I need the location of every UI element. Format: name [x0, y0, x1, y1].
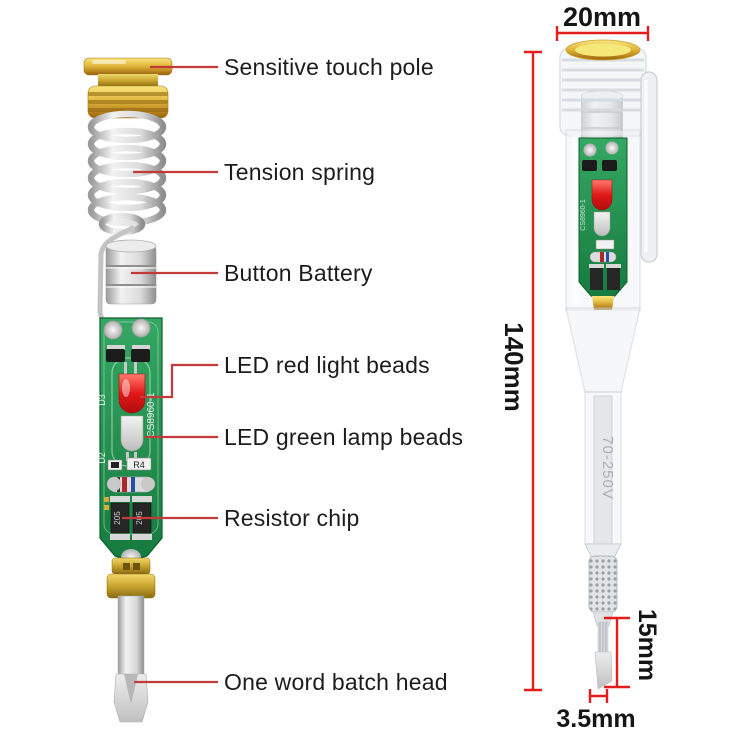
dimension-cap-diameter: 20mm: [562, 2, 642, 32]
callout-tension-spring: Tension spring: [224, 159, 376, 185]
pen-pcb-inner: CS8960-1: [578, 137, 628, 310]
pcb-model-text: CS8960-1: [146, 392, 157, 437]
axial-resistor-part: [107, 476, 155, 493]
led-green-part: [120, 415, 144, 452]
smd-marking-left: 205: [113, 511, 122, 525]
pen-knurl-grip: [588, 555, 618, 613]
callout-sensitive-touch-pole: Sensitive touch pole: [224, 54, 434, 80]
pen-shaft-housing: 70-250V: [584, 391, 622, 545]
dimension-tip-width: 3.5mm: [556, 705, 636, 733]
pen-taper: [565, 307, 641, 393]
assembled-pen: CS8960-1 70-250V: [559, 39, 658, 690]
shaft-part: [117, 595, 145, 677]
button-battery-part: [105, 239, 157, 305]
pen-cap: [559, 39, 647, 137]
dimension-total-length: 140mm: [499, 322, 529, 412]
dimension-lines: [524, 26, 650, 703]
pen-pcb-model-text: CS8960-1: [580, 199, 587, 231]
resistor-chip-part: 205 205: [104, 496, 152, 540]
exploded-pen: D3 CS8960-1 D2 R4: [83, 57, 173, 723]
leader-lines: [122, 65, 218, 684]
callout-resistor-chip: Resistor chip: [224, 505, 360, 531]
shaft-print-text: 70-250V: [599, 436, 616, 500]
pcb-label-d2: D2: [97, 452, 107, 464]
callout-led-red: LED red light beads: [224, 352, 430, 378]
led-red-part: [118, 373, 146, 414]
pcb-label-r4: R4: [133, 460, 145, 470]
pcb-label-d3: D3: [97, 394, 107, 406]
dimension-tip-length: 15mm: [633, 608, 661, 682]
pen-clip: [640, 71, 658, 263]
touch-pole-part: [83, 57, 173, 119]
callout-button-battery: Button Battery: [224, 260, 373, 286]
callout-batch-head: One word batch head: [224, 669, 448, 695]
pcb-part: D3 CS8960-1 D2 R4: [97, 317, 163, 565]
callout-led-green: LED green lamp beads: [224, 424, 464, 450]
pen-tip: [592, 611, 614, 690]
tension-spring-part: [87, 110, 167, 236]
brass-collar-part: [106, 557, 156, 599]
